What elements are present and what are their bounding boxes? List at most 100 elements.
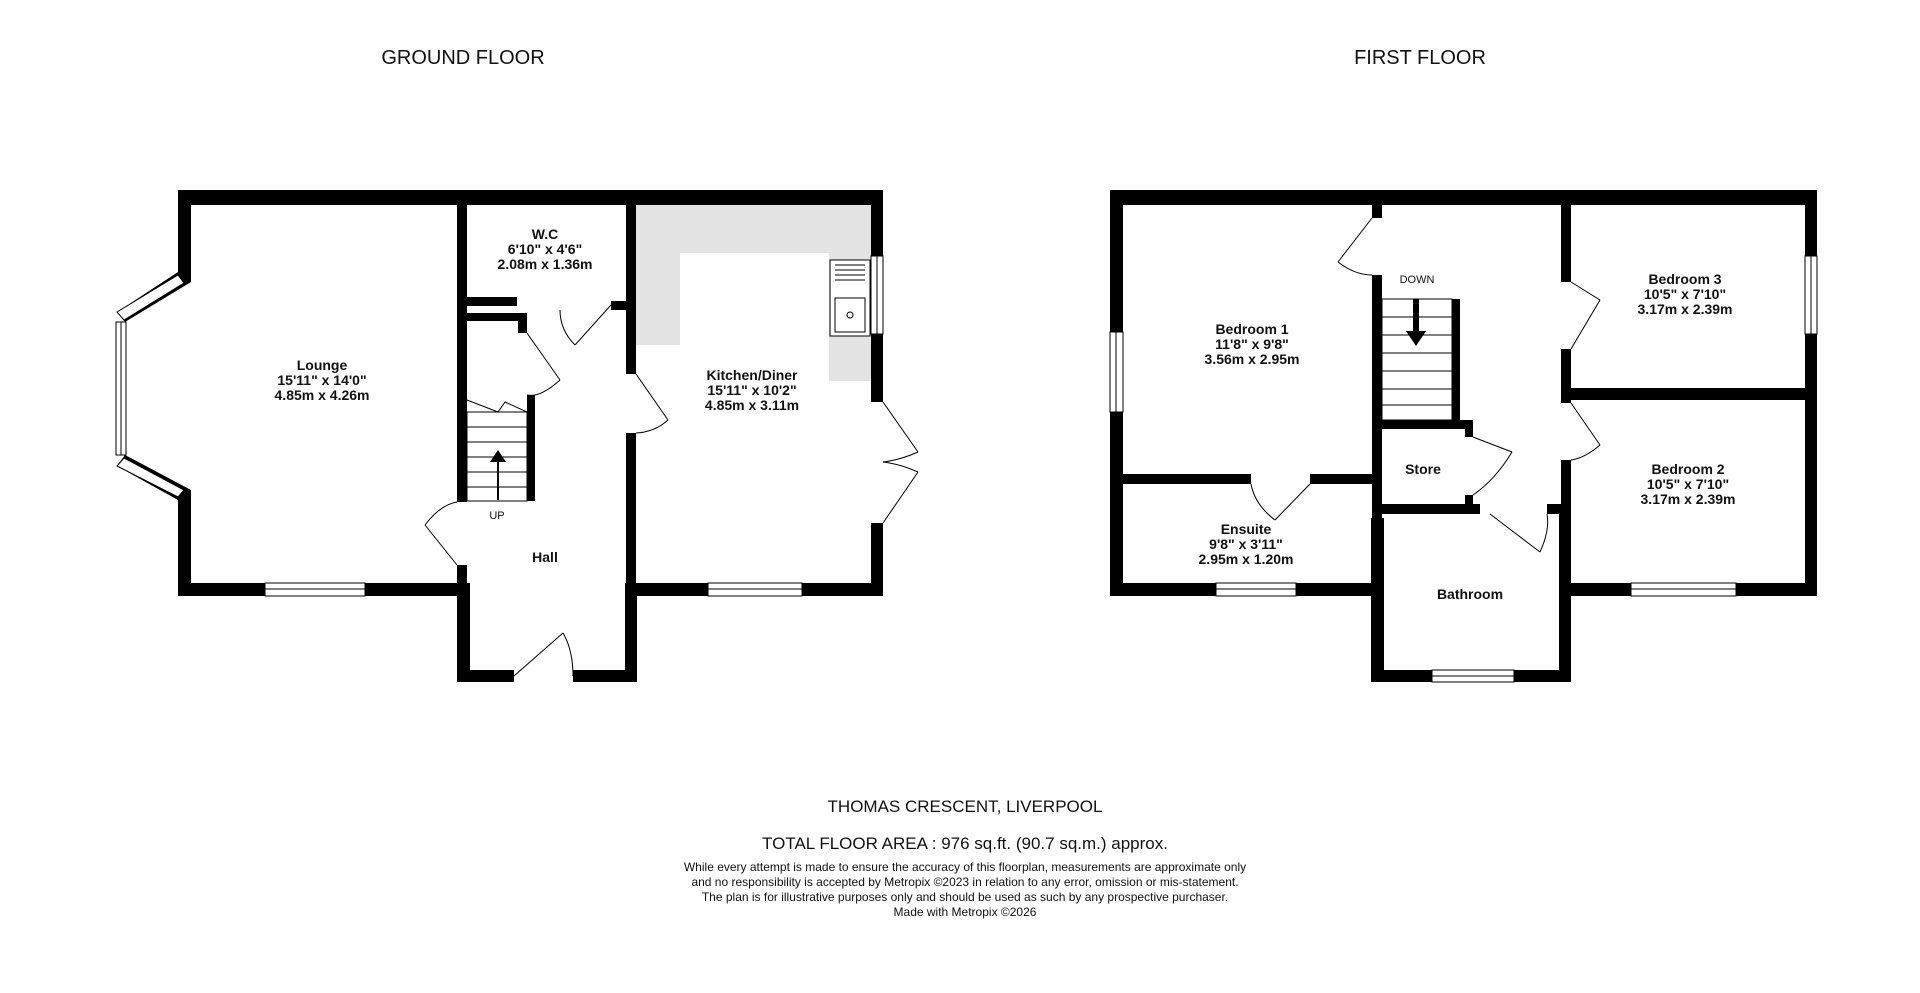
stair-up-label: UP	[489, 510, 504, 522]
ensuite-imperial: 9'8" x 3'11"	[1209, 536, 1283, 552]
first-floor-plan: DOWN Bedroom 1 11'8" x 9'8" 3.56m x 2.95…	[1109, 190, 1818, 683]
bay-window-top	[116, 274, 185, 321]
stair-wall-top	[457, 313, 520, 321]
bedroom2-metric: 3.17m x 2.39m	[1641, 491, 1736, 507]
hall-wall-left	[457, 583, 470, 682]
front-door	[513, 632, 574, 677]
bedroom1-wall-left-top	[1110, 190, 1123, 332]
lounge-name: Lounge	[297, 357, 348, 373]
bed3-bed2-wall	[1561, 388, 1817, 400]
disclaimer-line-2: and no responsibility is accepted by Met…	[691, 875, 1238, 889]
bathroom-name: Bathroom	[1437, 586, 1503, 602]
hall-name: Hall	[532, 549, 558, 565]
bedroom2-imperial: 10'5" x 7'10"	[1647, 476, 1729, 492]
store-door	[1472, 436, 1513, 496]
sink-icon	[829, 259, 871, 337]
bedroom3-door	[1570, 281, 1601, 350]
store-stub-top	[1465, 420, 1473, 437]
lounge-wall-right-lower	[457, 565, 467, 596]
kitchen-wall-left-lower	[626, 433, 636, 596]
store-wall-top	[1372, 420, 1473, 429]
kitchen-wall-right-mid	[871, 334, 883, 402]
bedroom3-name: Bedroom 3	[1648, 271, 1721, 287]
wc-wall-bottom	[457, 297, 517, 306]
bedroom1-wall-right-top	[1372, 190, 1382, 218]
bedroom2-wall-bottom-right	[1736, 583, 1817, 596]
kitchen-door	[635, 373, 669, 434]
ensuite-name: Ensuite	[1221, 521, 1272, 537]
lounge-wall-left-upper	[178, 190, 191, 282]
wc-imperial: 6'10" x 4'6"	[508, 241, 582, 257]
stair-down-label: DOWN	[1400, 274, 1435, 286]
first-wall-top	[1110, 190, 1817, 205]
ensuite-wall-bottom-right	[1296, 583, 1371, 596]
bathroom-door	[1489, 513, 1549, 553]
first-wall-right-top	[1805, 190, 1817, 256]
ground-floor-plan: UP Lounge 15'11" x 14'0" 4.85m x 4.26m W…	[115, 190, 919, 682]
address: THOMAS CRESCENT, LIVERPOOL	[828, 797, 1103, 816]
bed3-wall-left-top	[1561, 190, 1571, 282]
lounge-door	[424, 501, 458, 566]
hall-wall-bottom-right	[573, 670, 637, 682]
bed3-wall-left-bottom	[1561, 349, 1571, 403]
lounge-imperial: 15'11" x 14'0"	[277, 372, 366, 388]
disclaimer-line-1: While every attempt is made to ensure th…	[684, 860, 1246, 874]
ensuite-wall-top-right	[1310, 474, 1382, 484]
bedroom2-name: Bedroom 2	[1651, 461, 1724, 477]
lounge-wall-left-lower	[178, 490, 191, 596]
wc-door	[559, 304, 612, 346]
first-wall-right-bottom	[1805, 334, 1817, 596]
ensuite-metric: 2.95m x 1.20m	[1199, 551, 1294, 567]
stair-rail-right	[1452, 299, 1460, 420]
stair-wall-stub	[518, 313, 527, 333]
first-staircase	[1381, 298, 1453, 421]
kitchen-wall-bottom-left	[626, 583, 708, 596]
bathroom-wall-bottom-right	[1514, 670, 1571, 682]
kitchen-wall-right-top	[871, 190, 883, 256]
bathroom-wall-right-upper	[1559, 504, 1571, 594]
lounge-wall-bottom-left	[178, 583, 265, 596]
first-floor-title: FIRST FLOOR	[1354, 47, 1486, 69]
kitchen-wall-bottom-right	[802, 583, 883, 596]
wc-wall-bottom-right	[611, 301, 626, 310]
kitchen-wall-right-low	[871, 523, 883, 596]
kitchen-name: Kitchen/Diner	[706, 367, 798, 383]
store-stub-bottom	[1465, 495, 1473, 509]
bedroom2-wall-bottom-left	[1559, 583, 1631, 596]
lounge-wall-right-upper	[457, 190, 467, 502]
wc-metric: 2.08m x 1.36m	[498, 256, 593, 272]
bedroom3-metric: 3.17m x 2.39m	[1638, 301, 1733, 317]
ground-staircase	[466, 399, 528, 502]
kitchen-french-doors	[882, 401, 919, 524]
stair-down-arrow-icon	[1406, 299, 1426, 346]
stair-wall-right	[527, 395, 535, 501]
stair-up-arrow-icon	[490, 450, 506, 500]
ensuite-wall-bottom-left	[1110, 583, 1216, 596]
bedroom2-door	[1570, 402, 1601, 461]
kitchen-worktop	[636, 205, 873, 381]
bedroom1-name: Bedroom 1	[1215, 321, 1288, 337]
bed2-wall-left-bottom	[1561, 460, 1571, 520]
bathroom-wall-right	[1559, 583, 1571, 682]
stair-door	[526, 332, 561, 396]
lounge-wall-bottom-right	[365, 583, 467, 596]
wc-name: W.C	[532, 226, 558, 242]
bedroom3-imperial: 10'5" x 7'10"	[1644, 286, 1726, 302]
kitchen-wall-left-upper	[626, 190, 636, 374]
kitchen-imperial: 15'11" x 10'2"	[707, 382, 796, 398]
disclaimer-line-3: The plan is for illustrative purposes on…	[702, 890, 1228, 904]
ensuite-wall-top-left	[1110, 474, 1251, 484]
ground-floor-title: GROUND FLOOR	[381, 47, 544, 69]
bay-window-bottom	[116, 457, 185, 498]
store-name: Store	[1405, 461, 1441, 477]
hall-wall-right	[625, 583, 637, 682]
bedroom1-metric: 3.56m x 2.95m	[1205, 351, 1300, 367]
store-wall-bottom	[1372, 504, 1480, 514]
disclaimer-line-4: Made with Metropix ©2026	[894, 905, 1037, 919]
kitchen-metric: 4.85m x 3.11m	[705, 397, 799, 413]
bathroom-wall-bottom-left	[1371, 670, 1432, 682]
bedroom1-wall-right-bottom	[1372, 275, 1382, 601]
hall-wall-bottom-left	[457, 670, 514, 682]
bedroom1-imperial: 11'8" x 9'8"	[1215, 336, 1289, 352]
